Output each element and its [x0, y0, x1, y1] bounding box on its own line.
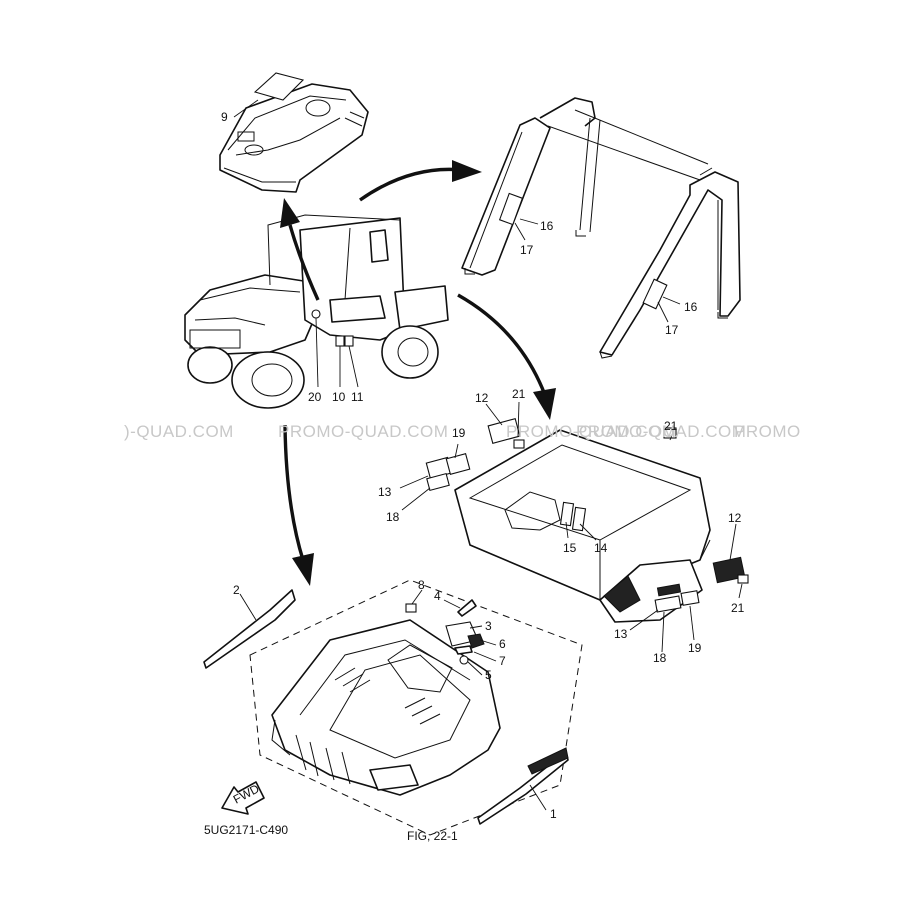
part-label: 9	[221, 110, 228, 124]
part-label: 21	[664, 419, 678, 433]
watermarks: )-QUAD.COM PROMO-QUAD.COM PROMO-QUAD.COM…	[124, 422, 801, 441]
watermark: PROMO-QUAD.COM	[278, 422, 448, 441]
part-label: 10	[332, 390, 346, 404]
vehicle-overview	[184, 214, 449, 409]
part-label: 16	[684, 300, 698, 314]
watermark: PROMO-QUAD.COM	[576, 422, 746, 441]
part-labels: 1 2 3 4 5 6 7 8 9 10 11 12 12 13 13 14 1…	[221, 110, 745, 821]
part-label: 18	[653, 651, 667, 665]
part-label: 17	[665, 323, 679, 337]
fwd-arrow-icon: FWD	[221, 781, 265, 815]
front-hood	[271, 619, 501, 796]
part-label: 13	[614, 627, 628, 641]
part-label: 21	[512, 387, 526, 401]
part-label: 19	[452, 426, 466, 440]
part-label: 18	[386, 510, 400, 524]
stripe-decal-1	[477, 747, 569, 825]
watermark: PROMO	[734, 422, 801, 441]
part-label: 13	[378, 485, 392, 499]
hood-assembly-boundary	[249, 579, 583, 836]
roll-cage	[461, 97, 741, 359]
decals-left-bed	[425, 418, 677, 492]
part-label: 1	[550, 807, 557, 821]
leader-lines	[233, 99, 743, 811]
stripe-decal-2	[203, 589, 296, 669]
watermark: )-QUAD.COM	[124, 422, 234, 441]
part-label: 6	[499, 637, 506, 651]
part-label: 3	[485, 619, 492, 633]
part-label: 12	[475, 391, 489, 405]
part-label: 11	[351, 390, 364, 404]
part-label: 17	[520, 243, 534, 257]
dashboard-panel	[219, 83, 369, 193]
part-label: 20	[308, 390, 322, 404]
decal-9	[253, 72, 305, 101]
part-label: 4	[434, 589, 441, 603]
part-label: 14	[594, 541, 608, 555]
part-label: 5	[485, 668, 492, 682]
part-label: 12	[728, 511, 742, 525]
part-label: 8	[418, 578, 425, 592]
drawing-code: 5UG2171-C490	[204, 823, 288, 837]
part-label: 21	[731, 601, 745, 615]
part-label: 2	[233, 583, 240, 597]
part-label: 15	[563, 541, 577, 555]
part-label: 7	[499, 654, 506, 668]
direction-arrows	[280, 160, 556, 586]
figure-reference: FIG, 22-1	[407, 829, 458, 843]
cargo-bed	[454, 429, 749, 623]
part-label: 16	[540, 219, 554, 233]
part-label: 19	[688, 641, 702, 655]
watermark: PROMO-QUAD.COM	[506, 422, 676, 441]
